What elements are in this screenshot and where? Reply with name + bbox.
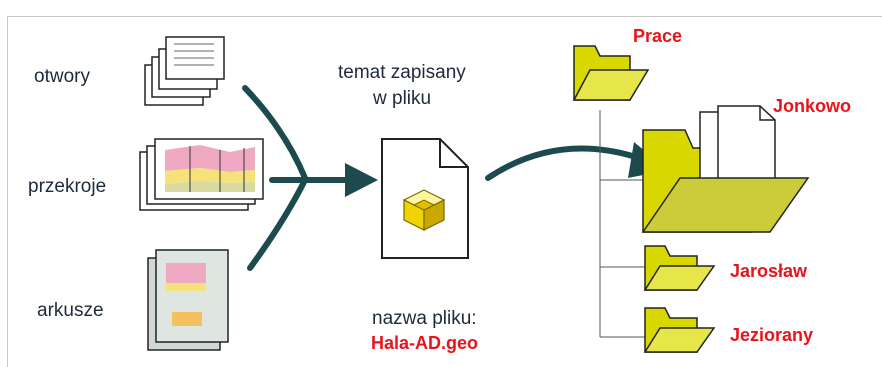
frame-left-border <box>7 16 8 367</box>
arrow-head-to-file <box>345 163 378 197</box>
arrow-file-to-folder <box>485 145 648 181</box>
frame-top-border <box>7 16 882 17</box>
file-name-label: nazwa pliku: <box>372 308 477 329</box>
sheets-document-stack <box>147 249 229 351</box>
file-caption-line1: temat zapisany <box>338 62 466 83</box>
folder-label-jaroslaw: Jarosław <box>730 261 808 281</box>
label-przekroje: przekroje <box>28 176 107 197</box>
file-caption-line2: w pliku <box>373 88 432 109</box>
folder-jonkowo-icon <box>641 105 810 233</box>
file-name-value: Hala-AD.geo <box>371 333 479 353</box>
folder-jeziorany-icon <box>643 307 716 353</box>
label-arkusze: arkusze <box>37 300 104 321</box>
folder-tree-lines <box>599 110 648 338</box>
converging-arrows <box>242 85 358 271</box>
boreholes-document-stack <box>144 36 225 106</box>
label-otwory: otwory <box>34 66 90 87</box>
project-file-icon <box>381 138 469 259</box>
folder-prace-icon <box>572 45 650 101</box>
folder-label-jeziorany: Jeziorany <box>730 325 814 345</box>
cross-sections-document-stack <box>139 138 264 211</box>
folder-label-jonkowo: Jonkowo <box>773 96 852 116</box>
folder-label-prace: Prace <box>633 26 683 46</box>
folder-jaroslaw-icon <box>643 245 716 291</box>
